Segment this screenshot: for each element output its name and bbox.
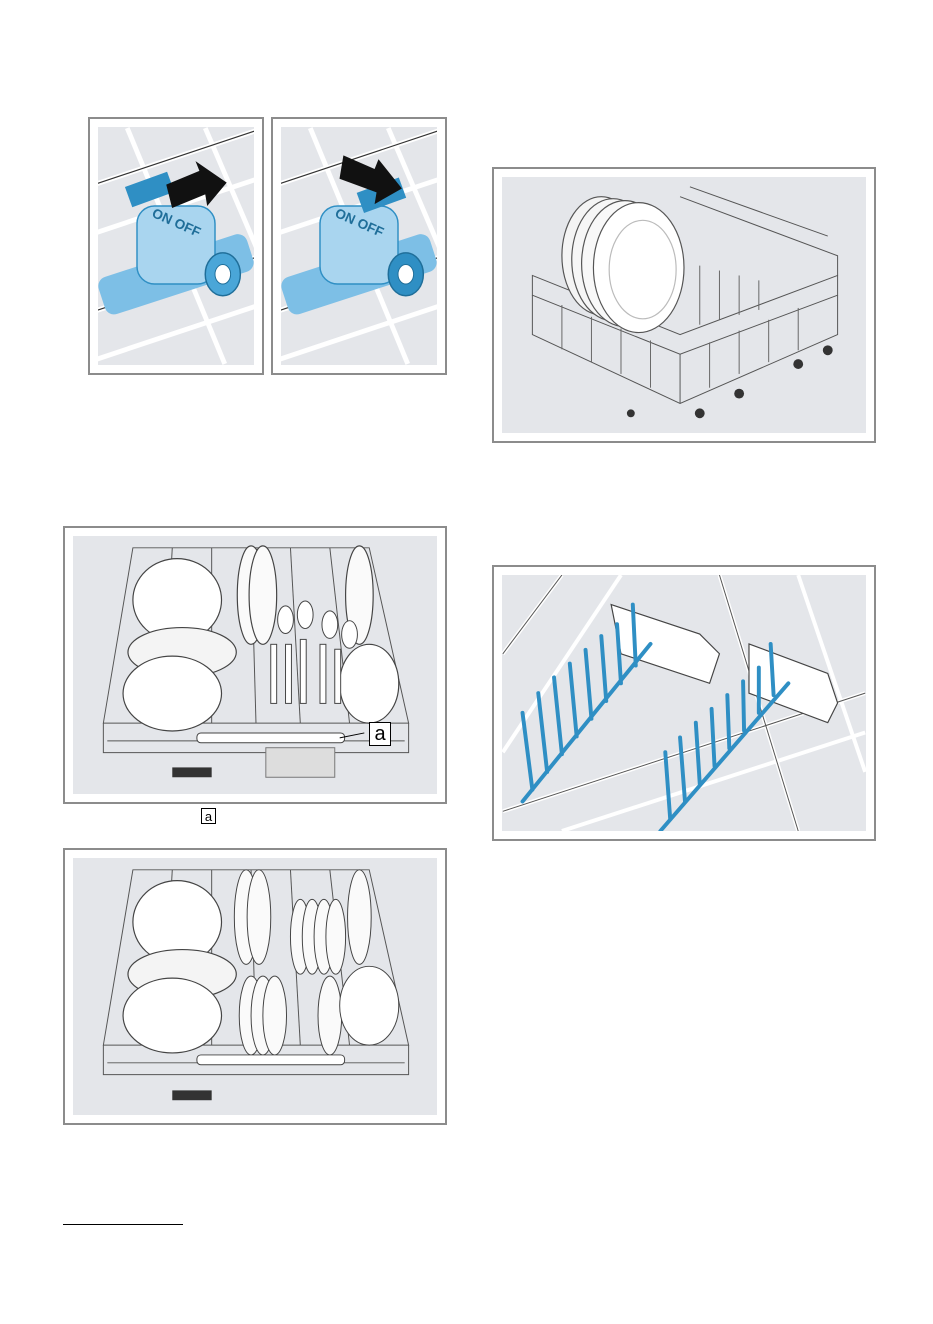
figure-upper-basket-cutlery: a xyxy=(63,526,447,804)
switch-off-illustration: ON OFF xyxy=(281,127,437,365)
switch-on-illustration: ON OFF xyxy=(98,127,254,365)
figure-switch-off: ON OFF xyxy=(271,117,447,375)
figure-switch-on: ON OFF xyxy=(88,117,264,375)
upper-basket-plates-illustration xyxy=(73,858,437,1115)
footnote-rule xyxy=(63,1224,183,1225)
figure-folding-tines xyxy=(492,565,876,841)
figure-upper-basket-plates xyxy=(63,848,447,1125)
basket-plates-illustration xyxy=(502,177,866,433)
callout-label-a: a xyxy=(369,722,391,746)
upper-basket-cutlery-illustration xyxy=(73,536,437,794)
caption-label-a: a xyxy=(201,808,216,824)
folding-tines-illustration xyxy=(502,575,866,831)
figure-basket-plates xyxy=(492,167,876,443)
